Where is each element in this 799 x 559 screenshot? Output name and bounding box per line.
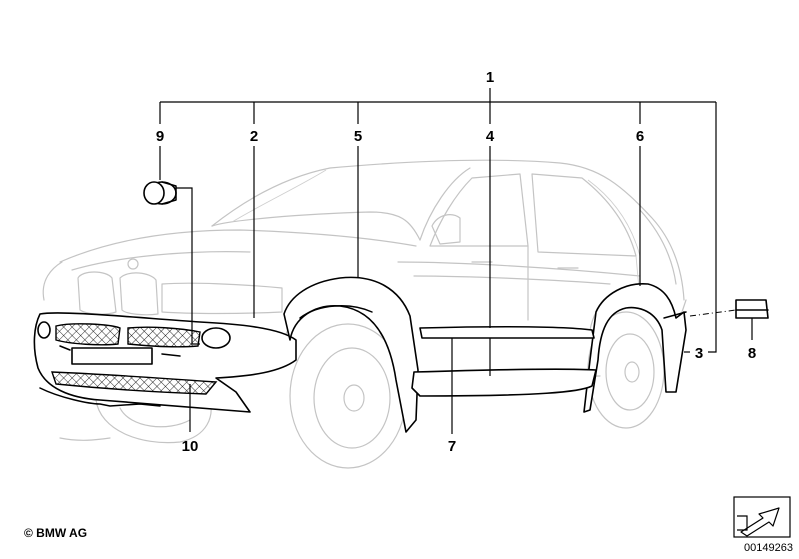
part-6-rear-wheel-arch: [583, 283, 687, 413]
leader-lines: [159, 88, 753, 434]
part-9-fog-light: [143, 181, 177, 205]
arrow-next-icon[interactable]: [733, 496, 791, 538]
callout-7: 7: [448, 438, 456, 455]
callout-4: 4: [486, 128, 495, 145]
callout-3: 3: [695, 345, 703, 362]
document-number: 00149263: [744, 542, 793, 554]
parts: [33, 181, 769, 433]
callout-1: 1: [486, 69, 494, 86]
copyright-notice: © BMW AG: [24, 526, 88, 540]
callout-9: 9: [156, 128, 164, 145]
callout-10: 10: [182, 438, 199, 455]
callout-labels: 1 9 2 5 4 6 3 8 7 10: [156, 69, 756, 455]
callout-6: 6: [636, 128, 644, 145]
part-4-side-sill: [411, 325, 597, 397]
part-10-front-bumper: [33, 312, 297, 413]
callout-5: 5: [354, 128, 362, 145]
part-5-front-wheel-arch: [283, 276, 419, 433]
part-8-trim-piece: [735, 299, 769, 319]
callout-2: 2: [250, 128, 258, 145]
callout-8: 8: [748, 345, 756, 362]
